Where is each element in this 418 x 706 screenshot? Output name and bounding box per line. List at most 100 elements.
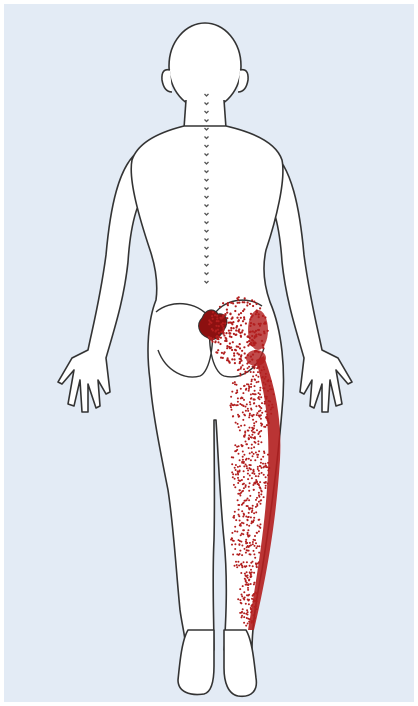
pain-dot bbox=[252, 340, 254, 342]
pain-dot bbox=[242, 490, 244, 492]
pain-dot bbox=[234, 349, 236, 351]
pain-dot bbox=[243, 470, 245, 472]
pain-dot bbox=[252, 366, 254, 368]
pain-dot bbox=[251, 434, 253, 436]
pain-dot bbox=[256, 593, 258, 595]
pain-dot bbox=[230, 403, 232, 405]
pain-dot bbox=[263, 474, 265, 476]
pain-dot bbox=[230, 346, 232, 348]
hip-hotspot bbox=[246, 350, 266, 366]
pain-dot bbox=[260, 462, 262, 464]
pain-dot bbox=[242, 364, 244, 366]
pain-dot bbox=[231, 463, 233, 465]
pain-dot bbox=[239, 465, 241, 467]
pain-dot bbox=[264, 401, 266, 403]
pain-dot bbox=[252, 561, 254, 563]
pain-dot bbox=[237, 470, 239, 472]
pain-dot bbox=[258, 323, 260, 325]
pain-dot bbox=[231, 316, 233, 318]
pain-dot bbox=[254, 539, 256, 541]
pain-dot bbox=[216, 320, 218, 322]
pain-dot bbox=[243, 462, 245, 464]
pain-dot bbox=[234, 543, 236, 545]
pain-dot bbox=[247, 473, 249, 475]
pain-dot bbox=[241, 533, 243, 535]
pain-dot bbox=[237, 474, 239, 476]
pain-dot bbox=[247, 478, 249, 480]
pain-dot bbox=[253, 489, 255, 491]
pain-dot bbox=[250, 394, 252, 396]
pain-dot bbox=[243, 591, 245, 593]
pain-dot bbox=[239, 520, 241, 522]
pain-dot bbox=[237, 401, 239, 403]
pain-dot bbox=[256, 497, 258, 499]
pain-dot bbox=[229, 362, 231, 364]
pain-dot bbox=[226, 340, 228, 342]
pain-dot bbox=[257, 381, 259, 383]
pain-dot bbox=[222, 325, 224, 327]
pain-dot bbox=[240, 534, 242, 536]
pain-dot bbox=[256, 429, 258, 431]
pain-dot bbox=[232, 341, 234, 343]
pain-dot bbox=[211, 341, 213, 343]
pain-dot bbox=[246, 594, 248, 596]
pain-dot bbox=[249, 337, 251, 339]
pain-dot bbox=[243, 487, 245, 489]
pain-dot bbox=[244, 333, 246, 335]
pain-dot bbox=[253, 583, 255, 585]
pain-dot bbox=[232, 540, 234, 542]
pain-dot bbox=[236, 531, 238, 533]
pain-dot bbox=[261, 340, 263, 342]
pain-dot bbox=[241, 510, 243, 512]
pain-dot bbox=[249, 482, 251, 484]
pain-dot bbox=[255, 511, 257, 513]
pain-dot bbox=[258, 530, 260, 532]
pain-dot bbox=[239, 550, 241, 552]
pain-dot bbox=[239, 347, 241, 349]
pain-dot bbox=[252, 595, 254, 597]
pain-dot bbox=[222, 322, 224, 324]
pain-dot bbox=[246, 617, 248, 619]
pain-dot bbox=[237, 423, 239, 425]
pain-dot bbox=[248, 594, 250, 596]
pain-dot bbox=[248, 490, 250, 492]
pain-dot bbox=[259, 372, 261, 374]
pain-dot bbox=[251, 520, 253, 522]
pain-dot bbox=[234, 486, 236, 488]
pain-dot bbox=[253, 582, 255, 584]
pain-dot bbox=[231, 532, 233, 534]
pain-dot bbox=[254, 557, 256, 559]
pain-dot bbox=[248, 416, 250, 418]
pain-dot bbox=[266, 424, 268, 426]
pain-dot bbox=[245, 322, 247, 324]
pain-dot bbox=[255, 310, 257, 312]
pain-dot bbox=[246, 561, 248, 563]
pain-dot bbox=[262, 463, 264, 465]
pain-dot bbox=[236, 564, 238, 566]
pain-dot bbox=[250, 576, 252, 578]
pain-dot bbox=[212, 318, 214, 320]
pain-dot bbox=[247, 614, 249, 616]
pain-dot bbox=[258, 492, 260, 494]
pain-dot bbox=[218, 332, 220, 334]
pain-dot bbox=[254, 608, 256, 610]
pain-dot bbox=[258, 494, 260, 496]
pain-dot bbox=[249, 427, 251, 429]
pain-dot bbox=[232, 476, 234, 478]
pain-dot bbox=[261, 377, 263, 379]
pain-dot bbox=[243, 316, 245, 318]
pain-dot bbox=[222, 333, 224, 335]
pain-dot bbox=[253, 301, 255, 303]
pain-dot bbox=[242, 451, 244, 453]
pain-dot bbox=[208, 336, 210, 338]
pain-dot bbox=[229, 313, 231, 315]
pain-dot bbox=[242, 608, 244, 610]
pain-dot bbox=[247, 469, 249, 471]
pain-dot bbox=[246, 304, 248, 306]
pain-dot bbox=[247, 623, 249, 625]
pain-dot bbox=[247, 302, 249, 304]
pain-dot bbox=[246, 542, 248, 544]
pain-dot bbox=[246, 524, 248, 526]
pain-dot bbox=[237, 397, 239, 399]
pain-dot bbox=[234, 530, 236, 532]
